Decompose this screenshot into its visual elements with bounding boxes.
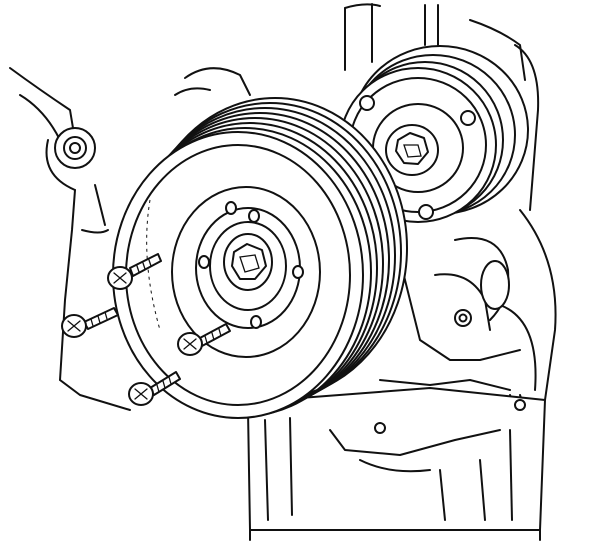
engine-block	[9, 3, 557, 411]
pulley-bolt-2	[61, 307, 119, 338]
oil-pan	[247, 387, 546, 541]
pulley-bolt-4	[128, 371, 181, 406]
crankshaft-center-bolt-icon	[231, 243, 267, 280]
pulley-bolt-3	[177, 323, 231, 356]
crankshaft-pulley	[112, 97, 408, 419]
pulley-bolt-1	[107, 253, 162, 290]
